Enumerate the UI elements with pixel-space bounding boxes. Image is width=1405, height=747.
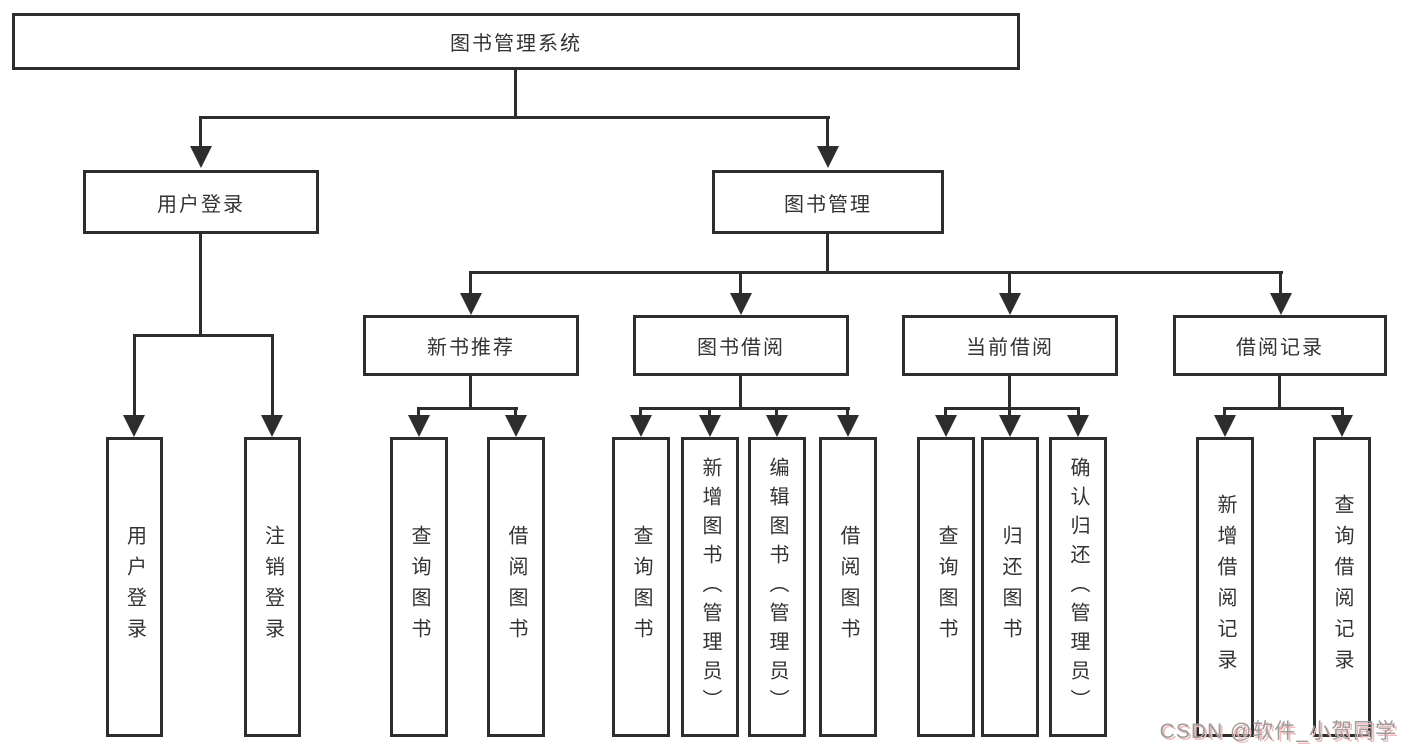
leaf-br-add-record: 新增借阅记录 bbox=[1196, 437, 1254, 737]
leaf-nb-query-books: 查询图书 bbox=[390, 437, 448, 737]
arrow-down-icon bbox=[935, 415, 957, 437]
connector-line bbox=[846, 407, 849, 417]
leaf-cb-confirm-return-admin-label: 确认归还（管理员） bbox=[1067, 456, 1089, 718]
connector-line bbox=[133, 334, 274, 337]
arrow-down-icon bbox=[837, 415, 859, 437]
leaf-cb-query-books-label: 查询图书 bbox=[935, 525, 957, 649]
arrow-down-icon bbox=[1067, 415, 1089, 437]
connector-line bbox=[199, 234, 202, 336]
node-current-borrowing-label: 当前借阅 bbox=[966, 337, 1054, 359]
leaf-bb-query-books-label: 查询图书 bbox=[630, 525, 652, 649]
node-new-book-recommend: 新书推荐 bbox=[363, 315, 579, 376]
leaf-nb-borrow-books: 借阅图书 bbox=[487, 437, 545, 737]
connector-line bbox=[1278, 376, 1281, 409]
connector-line bbox=[469, 271, 1283, 274]
connector-line bbox=[1008, 407, 1011, 417]
connector-line bbox=[417, 407, 518, 410]
connector-line bbox=[826, 234, 829, 273]
arrow-down-icon bbox=[999, 293, 1021, 315]
connector-line bbox=[1223, 407, 1226, 417]
arrow-down-icon bbox=[123, 415, 145, 437]
arrow-down-icon bbox=[261, 415, 283, 437]
leaf-user-login: 用户登录 bbox=[106, 437, 163, 737]
node-current-borrowing: 当前借阅 bbox=[902, 315, 1118, 376]
arrow-down-icon bbox=[766, 415, 788, 437]
leaf-bb-borrow-books-label: 借阅图书 bbox=[837, 525, 859, 649]
leaf-cb-return-books: 归还图书 bbox=[981, 437, 1039, 737]
connector-line bbox=[739, 376, 742, 409]
leaf-br-query-record-label: 查询借阅记录 bbox=[1331, 494, 1353, 680]
connector-line bbox=[1341, 407, 1344, 417]
arrow-down-icon bbox=[730, 293, 752, 315]
node-new-book-recommend-label: 新书推荐 bbox=[427, 337, 515, 359]
connector-line bbox=[775, 407, 778, 417]
leaf-bb-add-books-admin: 新增图书（管理员） bbox=[681, 437, 739, 737]
node-book-management-label: 图书管理 bbox=[784, 193, 872, 216]
leaf-bb-borrow-books: 借阅图书 bbox=[819, 437, 877, 737]
arrow-down-icon bbox=[1270, 293, 1292, 315]
node-user-login: 用户登录 bbox=[83, 170, 319, 234]
leaf-logout-login: 注销登录 bbox=[244, 437, 301, 737]
connector-line bbox=[639, 407, 850, 410]
connector-line bbox=[1223, 407, 1344, 410]
connector-line bbox=[944, 407, 1080, 410]
connector-line bbox=[133, 334, 136, 417]
connector-line bbox=[1077, 407, 1080, 417]
watermark: CSDN @软件_小贺同学 bbox=[1159, 720, 1397, 743]
arrow-down-icon bbox=[408, 415, 430, 437]
connector-line bbox=[271, 334, 274, 417]
leaf-br-query-record: 查询借阅记录 bbox=[1313, 437, 1371, 737]
node-borrowing-records: 借阅记录 bbox=[1173, 315, 1387, 376]
connector-line bbox=[826, 116, 829, 148]
arrow-down-icon bbox=[699, 415, 721, 437]
node-borrowing-records-label: 借阅记录 bbox=[1236, 337, 1324, 359]
connector-line bbox=[708, 407, 711, 417]
connector-line bbox=[199, 116, 202, 148]
arrow-down-icon bbox=[817, 146, 839, 168]
leaf-cb-confirm-return-admin: 确认归还（管理员） bbox=[1049, 437, 1107, 737]
node-book-borrowing-label: 图书借阅 bbox=[697, 337, 785, 359]
leaf-logout-login-label: 注销登录 bbox=[261, 525, 284, 649]
leaf-cb-return-books-label: 归还图书 bbox=[999, 525, 1021, 649]
node-book-borrowing: 图书借阅 bbox=[633, 315, 849, 376]
arrow-down-icon bbox=[190, 146, 212, 168]
connector-line bbox=[199, 116, 830, 119]
arrow-down-icon bbox=[1331, 415, 1353, 437]
node-book-management: 图书管理 bbox=[712, 170, 944, 234]
connector-line bbox=[514, 70, 517, 118]
connector-line bbox=[1008, 271, 1011, 295]
connector-line bbox=[417, 407, 420, 417]
leaf-nb-query-books-label: 查询图书 bbox=[408, 525, 430, 649]
connector-line bbox=[639, 407, 642, 417]
connector-line bbox=[739, 271, 742, 295]
leaf-br-add-record-label: 新增借阅记录 bbox=[1214, 494, 1236, 680]
leaf-bb-query-books: 查询图书 bbox=[612, 437, 670, 737]
connector-line bbox=[514, 407, 517, 417]
connector-line bbox=[469, 376, 472, 409]
connector-line bbox=[1279, 271, 1282, 295]
connector-line bbox=[1008, 376, 1011, 409]
node-library-system-label: 图书管理系统 bbox=[450, 33, 582, 55]
leaf-cb-query-books: 查询图书 bbox=[917, 437, 975, 737]
arrow-down-icon bbox=[505, 415, 527, 437]
connector-line bbox=[469, 271, 472, 295]
leaf-user-login-label: 用户登录 bbox=[123, 525, 146, 649]
arrow-down-icon bbox=[999, 415, 1021, 437]
connector-line bbox=[944, 407, 947, 417]
arrow-down-icon bbox=[1214, 415, 1236, 437]
arrow-down-icon bbox=[460, 293, 482, 315]
leaf-bb-edit-books-admin-label: 编辑图书（管理员） bbox=[766, 456, 788, 718]
leaf-bb-edit-books-admin: 编辑图书（管理员） bbox=[748, 437, 806, 737]
node-library-system: 图书管理系统 bbox=[12, 13, 1020, 70]
leaf-nb-borrow-books-label: 借阅图书 bbox=[505, 525, 527, 649]
leaf-bb-add-books-admin-label: 新增图书（管理员） bbox=[699, 456, 721, 718]
node-user-login-label: 用户登录 bbox=[157, 193, 245, 216]
arrow-down-icon bbox=[630, 415, 652, 437]
